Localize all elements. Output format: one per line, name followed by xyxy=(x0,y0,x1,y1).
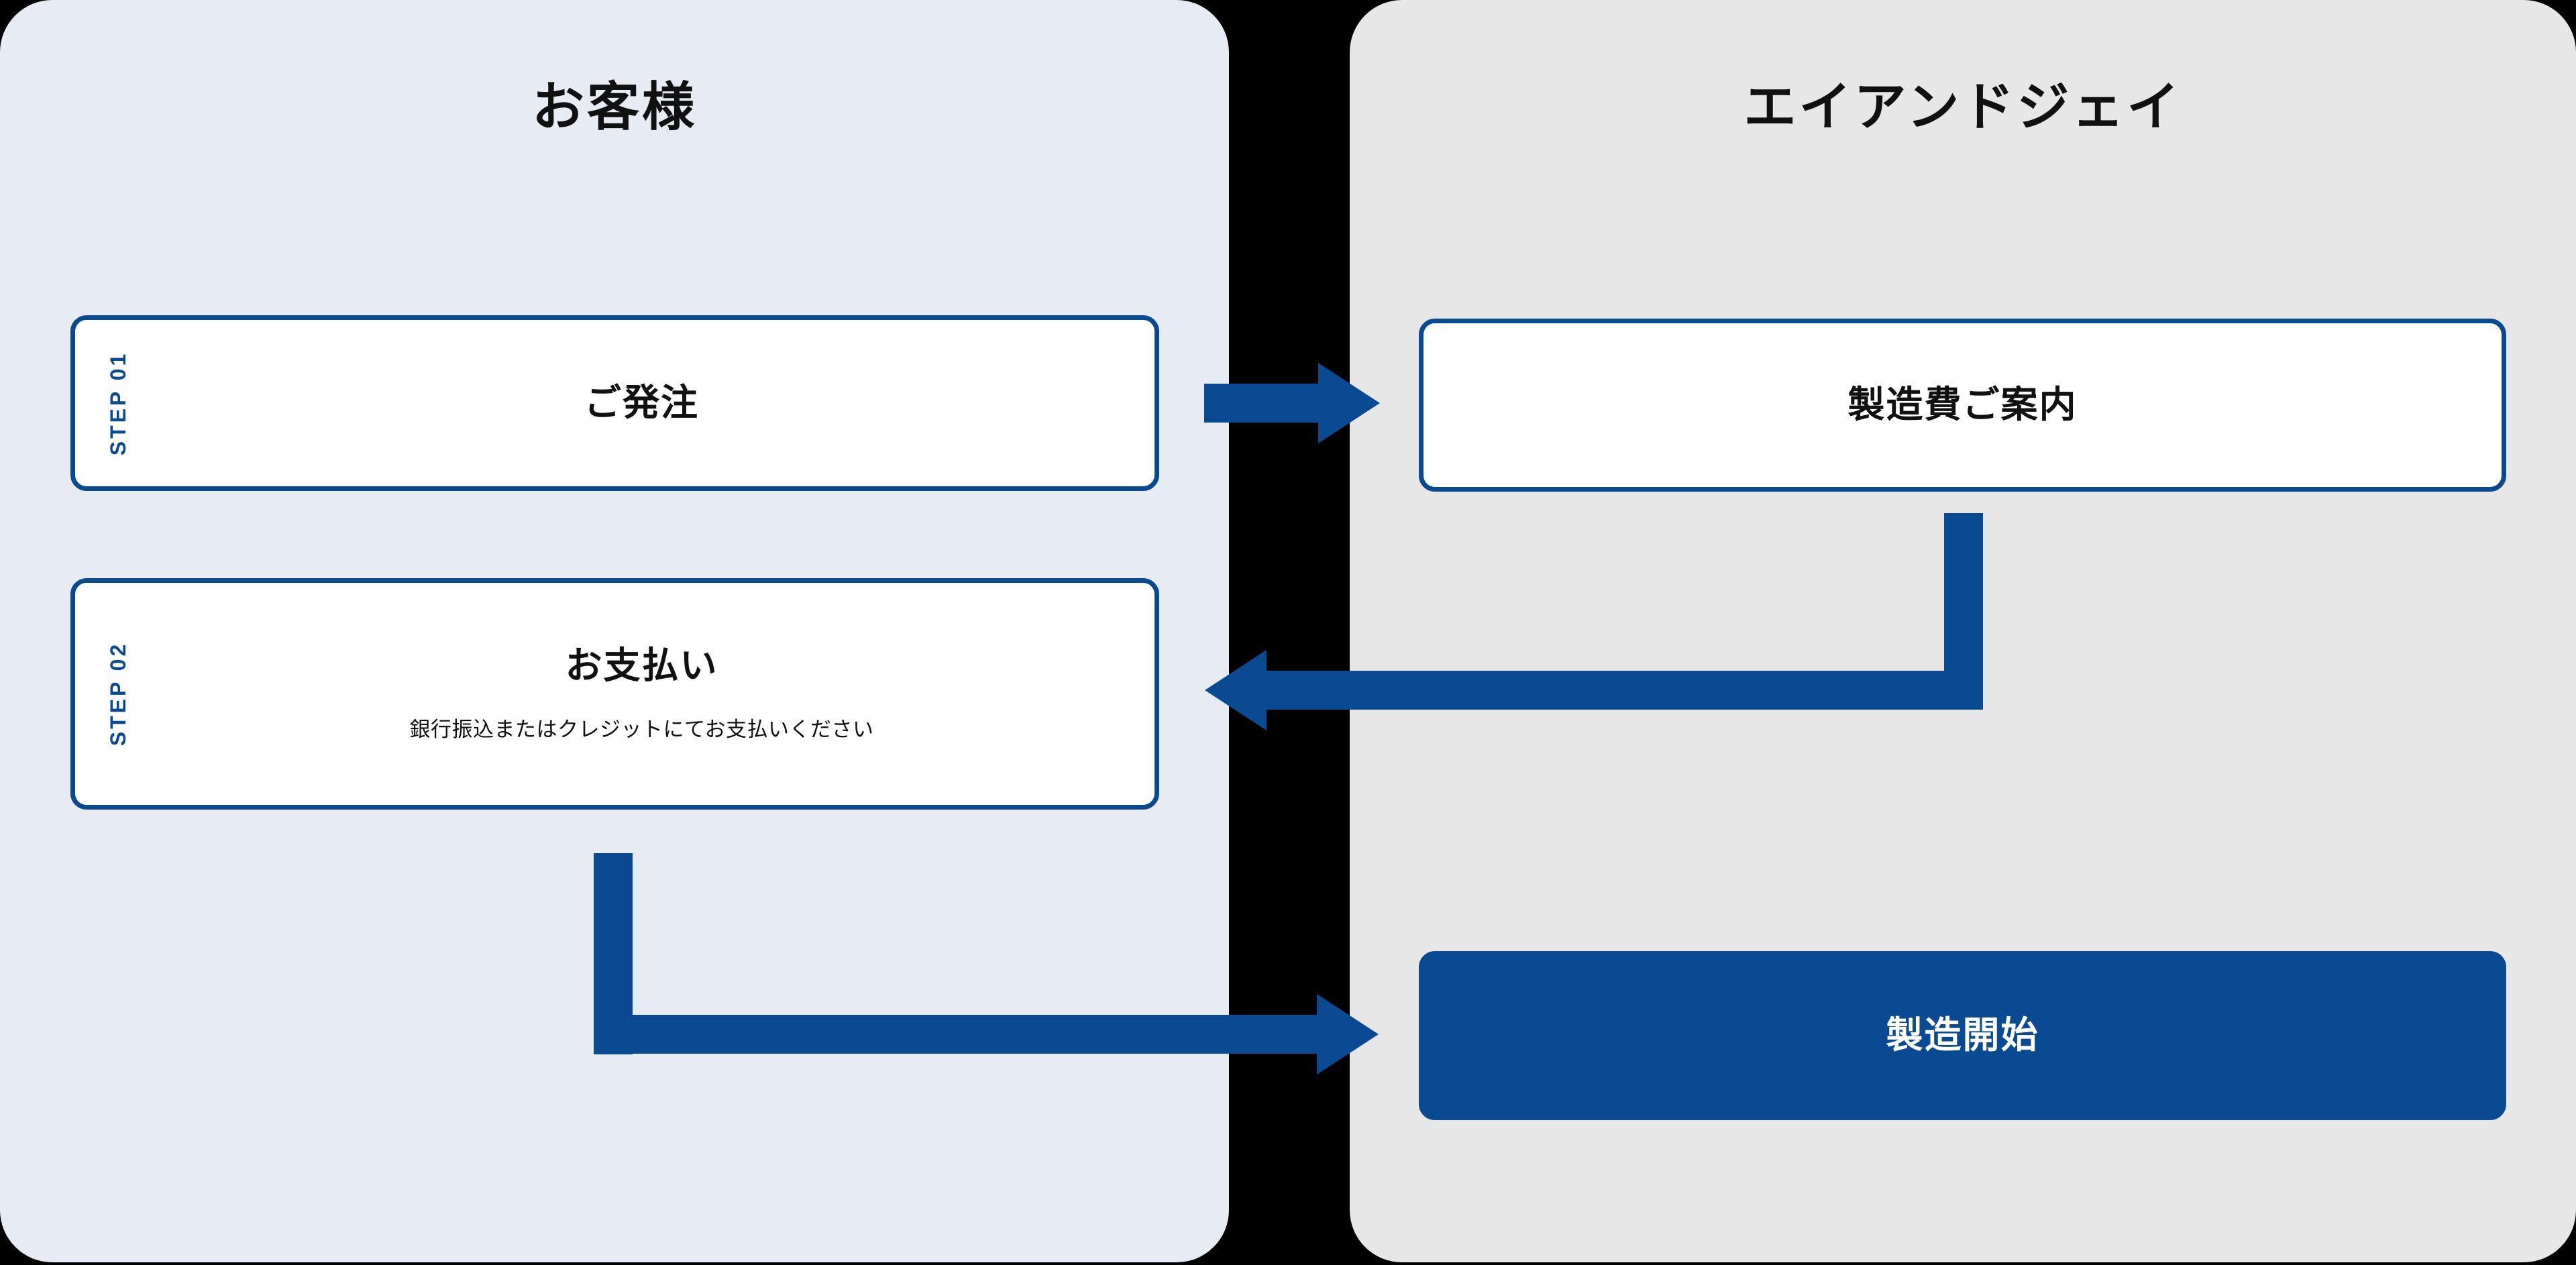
company-card-production-title: 製造開始 xyxy=(1886,1014,2039,1056)
step-card-payment-description: 銀行振込またはクレジットにてお支払いください xyxy=(409,717,874,741)
company-panel: エイアンドジェイ 製造費ご案内 製造開始 xyxy=(1350,0,2576,1262)
company-card-production-content: 製造開始 xyxy=(1424,956,2502,1115)
customer-panel-title: お客様 xyxy=(531,77,697,136)
step-card-order[interactable]: STEP 01 ご発注 xyxy=(70,315,1159,491)
arrow-payment-to-production-horizontal xyxy=(594,1015,1320,1054)
step-card-payment-title: お支払い xyxy=(565,644,718,686)
company-card-quote-title: 製造費ご案内 xyxy=(1847,384,2078,426)
step-card-order-title: ご発注 xyxy=(584,382,699,424)
step-card-payment[interactable]: STEP 02 お支払い 銀行振込またはクレジットにてお支払いください xyxy=(70,578,1159,810)
step-card-order-content: ご発注 xyxy=(75,320,1155,486)
company-card-quote[interactable]: 製造費ご案内 xyxy=(1419,319,2506,492)
arrow-quote-to-payment-horizontal xyxy=(1267,671,1983,710)
step-card-payment-content: お支払い 銀行振込またはクレジットにてお支払いください xyxy=(75,583,1155,805)
arrow-order-to-quote-head xyxy=(1318,363,1380,443)
company-card-production[interactable]: 製造開始 xyxy=(1419,951,2506,1120)
customer-panel: お客様 STEP 01 ご発注 STEP 02 お支払い 銀行振込またはクレジッ… xyxy=(0,0,1229,1262)
arrow-payment-to-production-head xyxy=(1317,994,1379,1075)
arrow-order-to-quote-shaft xyxy=(1204,384,1322,423)
company-card-quote-content: 製造費ご案内 xyxy=(1424,323,2502,487)
company-panel-title: エイアンドジェイ xyxy=(1743,77,2182,136)
arrow-quote-to-payment-head xyxy=(1205,650,1267,730)
